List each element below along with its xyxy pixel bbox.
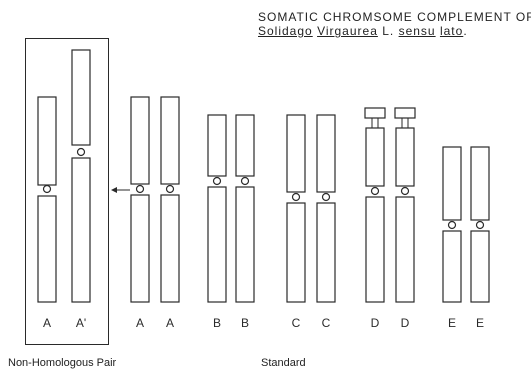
- chromosome-short-arm: [286, 114, 306, 193]
- chromosome-long-arm: [470, 230, 490, 303]
- chromosome-label: A': [76, 316, 86, 330]
- chromosome-long-arm: [235, 186, 255, 303]
- chromosome-short-arm: [442, 146, 462, 221]
- centromere: [447, 220, 457, 230]
- centromere: [400, 186, 410, 196]
- caption-non-homologous-pair: Non-Homologous Pair: [8, 357, 117, 369]
- chromosome-label: B: [213, 316, 221, 330]
- chromosome-label: D: [401, 316, 410, 330]
- chromosome-long-arm: [130, 194, 150, 303]
- title-word: Virgaurea: [317, 24, 378, 38]
- title-word: L.: [377, 24, 399, 38]
- chromosome-short-arm: [130, 96, 150, 185]
- centromere: [212, 176, 222, 186]
- chromosome-label: B: [241, 316, 249, 330]
- chromosome-short-arm: [207, 114, 227, 177]
- chromosome-short-arm: [71, 49, 91, 146]
- arrow-head: [111, 187, 117, 193]
- chromosome-short-arm: [235, 114, 255, 177]
- centromere: [475, 220, 485, 230]
- centromere: [240, 176, 250, 186]
- title-line-1: SOMATIC CHROMSOME COMPLEMENT OF: [258, 10, 531, 24]
- title-word: lato: [439, 24, 464, 38]
- centromere: [76, 147, 86, 157]
- title-word: .: [463, 24, 468, 38]
- chromosome-long-arm: [395, 196, 415, 303]
- chromosome-short-arm: [160, 96, 180, 185]
- chromosome-label: E: [476, 316, 484, 330]
- non-homologous-pair-box: [25, 38, 109, 345]
- caption-standard: Standard: [261, 357, 306, 369]
- centromere: [42, 184, 52, 194]
- diagram-title: SOMATIC CHROMSOME COMPLEMENT OF Solidago…: [258, 10, 531, 38]
- title-word: sensu: [398, 24, 436, 38]
- chromosome-label: C: [292, 316, 301, 330]
- chromosome-label: C: [322, 316, 331, 330]
- chromosome-label: A: [43, 316, 51, 330]
- chromosome-short-arm: [395, 127, 415, 187]
- chromosome-label: E: [448, 316, 456, 330]
- chromosome-satellite: [364, 107, 386, 119]
- chromosome-long-arm: [316, 202, 336, 303]
- chromosome-short-arm: [470, 146, 490, 221]
- centromere: [165, 184, 175, 194]
- title-line-2: Solidago Virgaurea L. sensu lato.: [258, 24, 531, 38]
- chromosome-short-arm: [316, 114, 336, 193]
- chromosome-long-arm: [71, 157, 91, 303]
- chromosome-long-arm: [442, 230, 462, 303]
- chromosome-short-arm: [37, 96, 57, 186]
- chromosome-satellite: [394, 107, 416, 119]
- centromere: [370, 186, 380, 196]
- chromosome-label: D: [371, 316, 380, 330]
- chromosome-long-arm: [160, 194, 180, 303]
- chromosome-long-arm: [365, 196, 385, 303]
- chromosome-long-arm: [286, 202, 306, 303]
- centromere: [291, 192, 301, 202]
- centromere: [135, 184, 145, 194]
- chromosome-label: A: [136, 316, 144, 330]
- centromere: [321, 192, 331, 202]
- title-word: Solidago: [258, 24, 313, 38]
- chromosome-long-arm: [207, 186, 227, 303]
- chromosome-label: A: [166, 316, 174, 330]
- chromosome-long-arm: [37, 195, 57, 303]
- chromosome-short-arm: [365, 127, 385, 187]
